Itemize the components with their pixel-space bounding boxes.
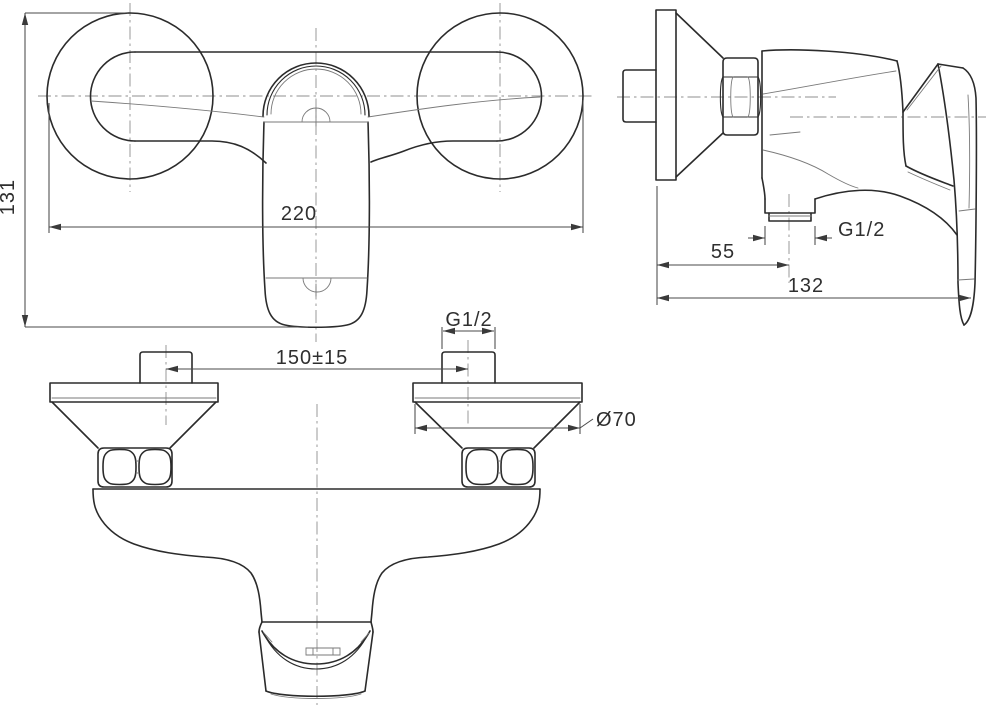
left-nut-facet-1 (102, 448, 137, 486)
dim-outlet-thread-label: G1/2 (838, 219, 885, 241)
arrowhead (443, 327, 455, 335)
outlet-block (764, 198, 816, 214)
dim-outlet-offset-label: 55 (711, 241, 735, 263)
lever-inner-line (906, 65, 942, 111)
lever-silhouette-left (90, 100, 265, 118)
grip-blend-curve (905, 165, 954, 187)
union-nut-facet-lines (722, 76, 759, 118)
lower-screw-notch (302, 277, 332, 293)
body-right-edge (896, 60, 904, 113)
body-outline-left (92, 488, 263, 623)
right-nut-outline (461, 447, 536, 488)
handle-capsule-outline (261, 121, 371, 329)
handle-dome-faint-arc (270, 68, 362, 115)
arrowhead (777, 261, 789, 269)
body-top-edge (761, 49, 898, 62)
dim-depth-label: 132 (788, 275, 824, 297)
grip-inner-line (907, 171, 951, 191)
left-inlet-stub (139, 351, 193, 384)
union-nut-inner-facets (730, 76, 751, 118)
leader-d70 (579, 418, 594, 429)
arrowhead (815, 234, 827, 242)
blade-inner-line (967, 94, 971, 209)
right-escutcheon-circle (416, 12, 584, 180)
body-bar-bottom-left (134, 140, 267, 164)
arrowhead (959, 294, 971, 302)
dim-flange-diameter-label: Ø70 (596, 409, 637, 431)
spout-lip-end-right (360, 632, 370, 643)
dim-spacing-label: 150±15 (276, 347, 349, 369)
escutcheon-cone-bottom (675, 132, 724, 178)
body-sculpt-lower (762, 149, 859, 189)
arrowhead (456, 365, 468, 373)
right-nut-facet-1 (465, 448, 499, 486)
blade-tick-upper (958, 208, 976, 212)
arrowhead (753, 234, 765, 242)
left-nut-outline (97, 447, 173, 488)
side-view: G1/2 55 132 (617, 9, 986, 326)
arrowhead (568, 424, 580, 432)
right-nut-facet-2 (500, 448, 534, 486)
right-nut-ticks (497, 460, 502, 474)
lever-front-edge (902, 63, 939, 113)
union-nut-outline (722, 57, 759, 136)
handle-dome-inner-arc (266, 65, 366, 116)
blade-left-edge (937, 63, 965, 326)
aerator-marks (305, 647, 341, 656)
spout-bottom-inner (270, 693, 362, 699)
body-bar-bottom-right (370, 140, 498, 163)
arrowhead (166, 365, 178, 373)
arrowhead (415, 424, 427, 432)
blade-tick-lower (957, 278, 975, 281)
spout-lip-end-left (263, 632, 273, 643)
body-outline-right (370, 488, 541, 623)
dim-inlet-thread-label: G1/2 (445, 309, 492, 331)
left-nut-ticks (135, 460, 140, 474)
spout-lip-arc-inner (263, 633, 369, 670)
spout-side-right (364, 631, 374, 692)
spout-lip-arc-outer (261, 630, 371, 665)
union-nut-bulge (719, 76, 762, 118)
arrowhead (482, 327, 494, 335)
spout-side-left (258, 631, 267, 692)
spout-bottom (265, 690, 366, 698)
escutcheon-plate (655, 9, 677, 181)
left-escutcheon-circle (46, 12, 214, 180)
right-cone (414, 401, 581, 449)
right-inlet-stub (441, 351, 496, 384)
body-sculpt-dash (769, 131, 801, 136)
body-bar-left-end (89, 51, 136, 142)
body-bar-right-end (496, 51, 543, 142)
blade-right-edge (962, 67, 978, 326)
arrowhead (49, 223, 61, 231)
left-cone (51, 401, 217, 449)
dim-height-label: 131 (0, 179, 19, 215)
arrowhead (657, 261, 669, 269)
body-underside-sweep (814, 189, 958, 236)
right-flange (412, 382, 583, 403)
spout-rim-step-right (370, 621, 374, 633)
arrowhead (21, 13, 29, 25)
body-bottom-left (761, 177, 766, 200)
handle-dome-outer-arc (262, 62, 370, 117)
arrowhead (657, 294, 669, 302)
body-right-lower-edge (902, 111, 907, 167)
wall-stub (622, 69, 657, 123)
front-view: 131 220 (0, 3, 594, 342)
left-flange (49, 382, 219, 403)
lever-silhouette-right (367, 96, 541, 118)
lever-top-edge (937, 63, 964, 69)
arrowhead (21, 315, 29, 327)
escutcheon-cone-top (675, 12, 724, 59)
outlet-lip (768, 212, 812, 222)
arrowhead (571, 223, 583, 231)
upper-screw-notch (301, 107, 331, 123)
left-nut-facet-2 (138, 448, 172, 486)
bottom-view: 150±15 G1/2 Ø70 (49, 309, 637, 705)
body-sculpt-upper (762, 70, 897, 95)
dim-width-label: 220 (281, 203, 317, 225)
